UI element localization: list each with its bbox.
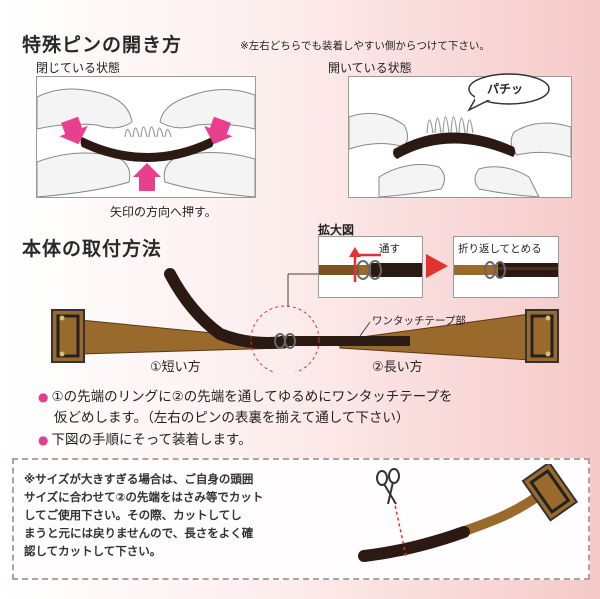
tape-label: ワンタッチテープ部 — [372, 315, 466, 327]
short-side-label: ①短い方 — [150, 360, 201, 375]
open-state-label: 開いている状態 — [328, 61, 412, 75]
instruction-bullet-1-cont: 仮どめします。（左右のピンの表裏を揃えて通して下さい） — [54, 410, 410, 426]
scissors-icon — [376, 468, 400, 505]
fold-label: 折り返してとめる — [458, 243, 542, 255]
bullet-dot-icon: ● — [38, 433, 49, 447]
sound-bubble: パチッ — [467, 72, 551, 112]
long-side-label: ②長い方 — [372, 360, 423, 375]
instruction-bullet-2: ●下図の手順にそって装着します。 — [38, 432, 252, 448]
attach-section-title: 本体の取付方法 — [22, 238, 163, 260]
closed-state-label: 閉じている状態 — [36, 61, 121, 75]
sound-bubble-text: パチッ — [487, 82, 524, 96]
closed-pin-illustration — [36, 76, 256, 198]
push-caption: 矢印の方向へ押す。 — [110, 205, 217, 219]
bullet-dot-icon: ● — [38, 390, 49, 404]
instruction-bullet-1: ●①の先端のリングに②の先端を通してゆるめにワンタッチテープを — [38, 389, 453, 405]
pin-section-title: 特殊ピンの開き方 — [22, 34, 183, 56]
warning-text: ※サイズが大きすぎる場合は、ご自身の頭囲 サイズに合わせて②の先端をはさみ等でカ… — [24, 472, 264, 558]
zoom-label: 拡大図 — [318, 223, 355, 237]
open-pin-illustration — [348, 76, 572, 198]
pin-section-note: ※左右どちらでも装着しやすい側からつけて下さい。 — [240, 40, 490, 52]
warning-box: ※サイズが大きすぎる場合は、ご自身の頭囲 サイズに合わせて②の先端をはさみ等でカ… — [12, 458, 590, 580]
next-step-arrow-icon — [426, 254, 448, 278]
thread-label: 通す — [379, 243, 400, 255]
zoom-thread-panel: 通す — [318, 236, 423, 298]
zoom-fold-panel: 折り返してとめる — [453, 236, 559, 298]
cut-illustration — [358, 464, 579, 562]
band-assembly-illustration — [51, 268, 559, 372]
